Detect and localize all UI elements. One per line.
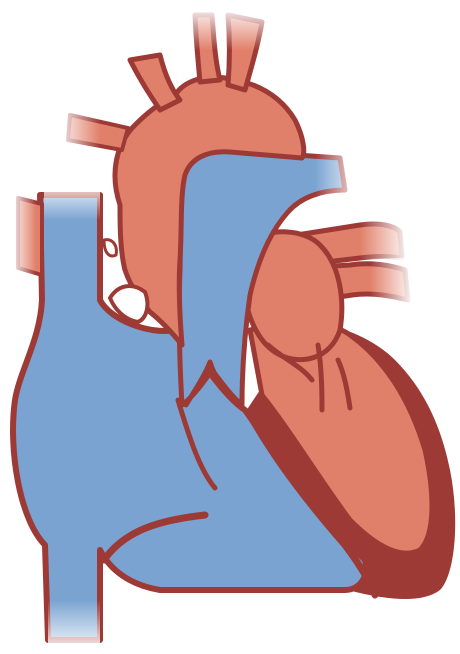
pulmonary-veins-upper-fade [360, 218, 410, 264]
left-vessel-stubs-fade [10, 192, 36, 274]
coronary-valve [104, 240, 116, 256]
svc-fade [44, 180, 100, 220]
ivc-fade [48, 600, 100, 654]
right-pulmonary-branch-fade [55, 108, 100, 148]
pulmonary-artery-fade [315, 150, 365, 196]
pulmonary-veins-lower-fade [370, 258, 414, 306]
aortic-branch-left [130, 55, 180, 110]
aortic-branch-fade [118, 5, 278, 50]
